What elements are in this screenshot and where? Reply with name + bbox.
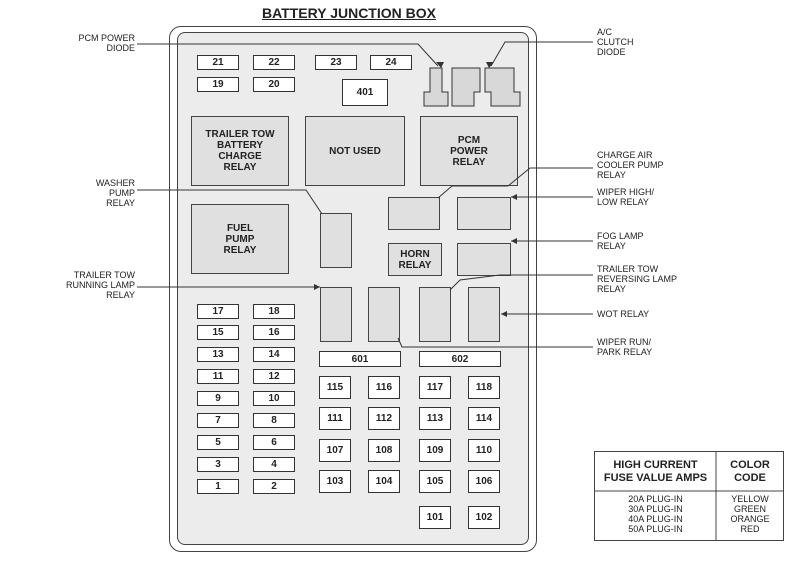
relay-charge-air-cooler-pump [388,197,440,230]
fuse-108: 108 [368,439,400,462]
relay-wot [468,287,500,342]
legend-header-amps: HIGH CURRENT FUSE VALUE AMPS [603,459,708,484]
relay-horn: HORN RELAY [388,243,442,276]
leader-ac-clutch-diode [490,41,593,67]
fuse-112: 112 [368,407,400,430]
fuse-24: 24 [370,55,412,70]
legend-color-row: YELLOW [731,494,769,504]
legend-amps-column: 20A PLUG-IN 30A PLUG-IN 40A PLUG-IN 50A … [595,494,716,534]
callout-ac-clutch-diode: A/C CLUTCH DIODE [597,27,634,57]
leader-wiper-run-park [397,337,593,348]
leader-pcm-power-diode [137,43,439,67]
legend-amps-row: 40A PLUG-IN [628,514,683,524]
callout-trailer-tow-running-lamp-relay: TRAILER TOW RUNNING LAMP RELAY [65,270,135,300]
fuse-11: 11 [197,369,239,384]
fuse-117: 117 [419,376,451,399]
relay-fog-lamp [457,243,511,276]
callout-pcm-power-diode: PCM POWER DIODE [78,33,135,53]
fuse-14: 14 [253,347,295,362]
fuse-20: 20 [253,77,295,92]
legend-color-row: GREEN [733,504,766,514]
fuse-18: 18 [253,304,295,319]
fuse-legend-table: HIGH CURRENT FUSE VALUE AMPS COLOR CODE … [594,451,784,541]
fuse-9: 9 [197,391,239,406]
relay-trailer-tow-battery-charge: TRAILER TOW BATTERY CHARGE RELAY [191,116,289,186]
fuse-109: 109 [419,439,451,462]
fuse-6: 6 [253,435,295,450]
fuse-22: 22 [253,55,295,70]
fuse-10: 10 [253,391,295,406]
fuse-116: 116 [368,376,400,399]
callout-wot-relay: WOT RELAY [597,309,650,319]
relay-wiper-run-park [368,287,400,342]
fuse-601: 601 [319,351,401,367]
callout-trailer-tow-reversing-lamp-relay: TRAILER TOW REVERSING LAMP RELAY [597,264,678,294]
fuse-115: 115 [319,376,351,399]
fuse-110: 110 [468,439,500,462]
callout-charge-air-cooler-pump-relay: CHARGE AIR COOLER PUMP RELAY [597,150,664,180]
fuse-107: 107 [319,439,351,462]
fuse-15: 15 [197,325,239,340]
fuse-104: 104 [368,470,400,493]
fuse-3: 3 [197,457,239,472]
fuse-602: 602 [419,351,501,367]
legend-amps-row: 50A PLUG-IN [628,524,683,534]
fuse-21: 21 [197,55,239,70]
fuse-103: 103 [319,470,351,493]
fuse-105: 105 [419,470,451,493]
fuse-19: 19 [197,77,239,92]
legend-header-color: COLOR CODE [730,459,770,484]
fuse-8: 8 [253,413,295,428]
relay-washer-pump [320,213,352,268]
fuse-102: 102 [468,506,500,529]
fuse-101: 101 [419,506,451,529]
legend-color-row: ORANGE [730,514,770,524]
fuse-23: 23 [315,55,357,70]
pcm-power-diode-shape [423,67,449,107]
legend-amps-row: 20A PLUG-IN [628,494,683,504]
fuse-16: 16 [253,325,295,340]
callout-wiper-high-low-relay: WIPER HIGH/ LOW RELAY [597,187,655,207]
callout-washer-pump-relay: WASHER PUMP RELAY [95,178,135,208]
fuse-106: 106 [468,470,500,493]
legend-color-column: YELLOW GREEN ORANGE RED [717,494,783,534]
relay-trailer-tow-running-lamp [320,287,352,342]
relay-wiper-high-low [457,197,511,230]
fuse-118: 118 [468,376,500,399]
legend-grid-lines [594,451,784,541]
fuse-5: 5 [197,435,239,450]
callout-fog-lamp-relay: FOG LAMP RELAY [597,231,644,251]
fuse-113: 113 [419,407,451,430]
ac-clutch-diode-shape [451,67,521,107]
box-outer-frame [169,26,537,552]
leader-reversing-lamp [449,274,593,291]
fuse-7: 7 [197,413,239,428]
fuse-12: 12 [253,369,295,384]
fuse-111: 111 [319,407,351,430]
legend-amps-row: 30A PLUG-IN [628,504,683,514]
leader-charge-air-cooler [437,167,593,199]
fuse-13: 13 [197,347,239,362]
fuse-401: 401 [342,79,388,106]
fuse-4: 4 [253,457,295,472]
relay-trailer-tow-reversing-lamp [419,287,451,342]
fuse-17: 17 [197,304,239,319]
leader-washer-pump [137,189,323,215]
legend-color-row: RED [740,524,760,534]
relay-fuel-pump: FUEL PUMP RELAY [191,204,289,274]
fuse-1: 1 [197,479,239,494]
fuse-2: 2 [253,479,295,494]
fuse-114: 114 [468,407,500,430]
callout-wiper-run-park-relay: WIPER RUN/ PARK RELAY [597,337,653,357]
relay-not-used: NOT USED [305,116,405,186]
diagram-title: BATTERY JUNCTION BOX [262,5,436,21]
